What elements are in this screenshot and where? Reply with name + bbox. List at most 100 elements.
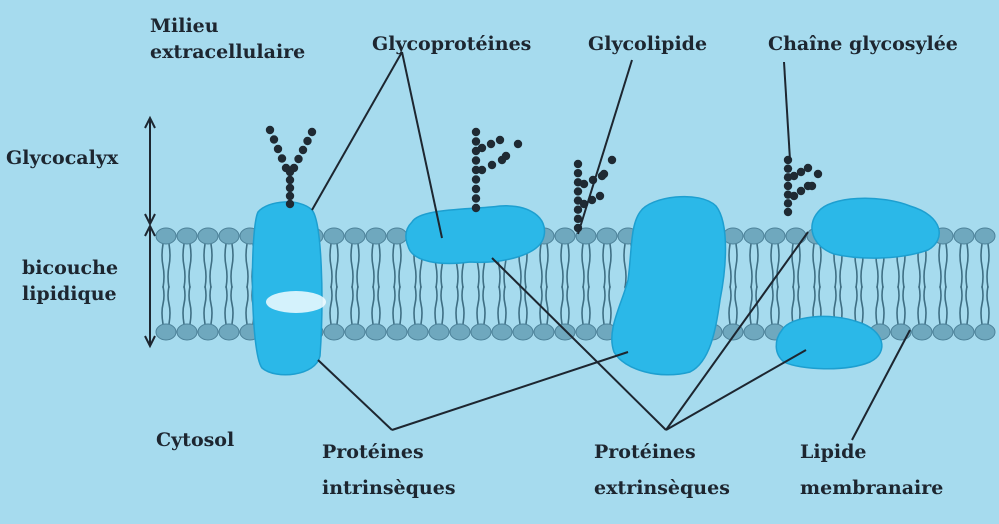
sugar-bead	[299, 146, 307, 154]
lipid-head	[156, 324, 176, 340]
lipid-head	[429, 324, 449, 340]
sugar-bead	[502, 152, 510, 160]
sugar-bead	[600, 170, 608, 178]
lipid-tail	[372, 244, 380, 288]
sugar-bead	[286, 184, 294, 192]
lipid-tail	[351, 286, 359, 324]
lipid-tail	[561, 286, 569, 324]
lipid-head	[219, 324, 239, 340]
label-intrinseques-line2: intrinsèques	[322, 476, 456, 500]
lipid-tail	[372, 286, 380, 324]
sugar-bead	[496, 136, 504, 144]
lipid-tail	[456, 286, 464, 324]
sugar-bead	[472, 194, 480, 202]
lipid-head	[765, 228, 785, 244]
lipid-tail	[183, 286, 191, 324]
sugar-bead	[784, 156, 792, 164]
sugar-bead	[574, 160, 582, 168]
label-cytosol: Cytosol	[156, 428, 234, 452]
lipid-tail	[162, 244, 170, 288]
lipid-head	[744, 324, 764, 340]
lipid-tail	[540, 286, 548, 324]
label-extrinseques-line1: Protéines	[594, 440, 696, 464]
leader-chaine	[784, 62, 790, 160]
lipid-head	[933, 324, 953, 340]
sugar-bead	[282, 164, 290, 172]
glycoprotein-right	[812, 198, 939, 258]
intrinsic-protein-left	[252, 202, 322, 375]
lipid-tail	[582, 286, 590, 324]
light-glare	[266, 291, 326, 313]
sugar-bead	[580, 180, 588, 188]
lipid-tail	[792, 244, 800, 288]
lipid-tail	[897, 286, 905, 324]
lipid-tail	[561, 244, 569, 288]
label-intrinseques-line1: Protéines	[322, 440, 424, 464]
lipid-tail	[540, 244, 548, 288]
lipid-head	[366, 324, 386, 340]
lipid-tail	[477, 286, 485, 324]
lipid-tail	[729, 244, 737, 288]
sugar-bead	[286, 200, 294, 208]
lipid-tail	[435, 286, 443, 324]
lipid-head	[198, 228, 218, 244]
lipid-tail	[393, 286, 401, 324]
lipid-head	[975, 324, 995, 340]
sugar-chain-glycolipide	[574, 156, 616, 232]
label-extrinseques-line2: extrinsèques	[594, 476, 730, 500]
proteins	[252, 197, 939, 375]
sugar-bead	[278, 154, 286, 162]
lipid-tail	[603, 244, 611, 288]
lipid-head	[156, 228, 176, 244]
lipid-tail	[582, 244, 590, 288]
sugar-bead	[814, 170, 822, 178]
glycoprotein-outer	[406, 206, 545, 264]
sugar-bead	[286, 192, 294, 200]
lipid-head	[198, 324, 218, 340]
lipid-head	[471, 324, 491, 340]
lipid-tail	[603, 286, 611, 324]
sugar-bead	[514, 140, 522, 148]
lipid-tail	[393, 244, 401, 288]
lipid-tail	[960, 286, 968, 324]
sugar-bead	[303, 137, 311, 145]
lipid-head	[177, 228, 197, 244]
lipid-tail	[813, 244, 821, 288]
label-lipide-line2: membranaire	[800, 476, 943, 500]
sugar-bead	[487, 140, 495, 148]
lipid-tail	[792, 286, 800, 324]
sugar-bead	[472, 185, 480, 193]
sugar-bead	[784, 199, 792, 207]
sugar-chain-glycoprotein	[472, 128, 522, 212]
lipid-head	[345, 228, 365, 244]
sugar-bead	[790, 192, 798, 200]
lipid-head	[387, 324, 407, 340]
label-glycocalyx: Glycocalyx	[6, 146, 118, 170]
sugar-bead	[808, 182, 816, 190]
sugar-bead	[784, 164, 792, 172]
sugar-bead	[608, 156, 616, 164]
intrinsic-protein-center	[612, 197, 726, 375]
lipid-tail	[939, 244, 947, 288]
sugar-bead	[478, 144, 486, 152]
label-glycolipide: Glycolipide	[588, 32, 707, 56]
sugar-bead	[286, 176, 294, 184]
lipid-tail	[960, 244, 968, 288]
lipid-head	[534, 324, 554, 340]
sugar-bead	[270, 135, 278, 143]
lipid-tail	[330, 286, 338, 324]
lipid-tail	[750, 244, 758, 288]
label-milieu-line1: Milieu	[150, 14, 219, 38]
lipid-tail	[204, 286, 212, 324]
lipid-tail	[981, 286, 989, 324]
lipid-head	[324, 228, 344, 244]
lipid-head	[408, 324, 428, 340]
lipid-tail	[351, 244, 359, 288]
lipid-head	[513, 324, 533, 340]
lipid-head	[387, 228, 407, 244]
lipid-head	[597, 228, 617, 244]
lipid-head	[744, 228, 764, 244]
sugar-bead	[472, 175, 480, 183]
sugar-bead	[274, 145, 282, 153]
lipid-head	[492, 324, 512, 340]
